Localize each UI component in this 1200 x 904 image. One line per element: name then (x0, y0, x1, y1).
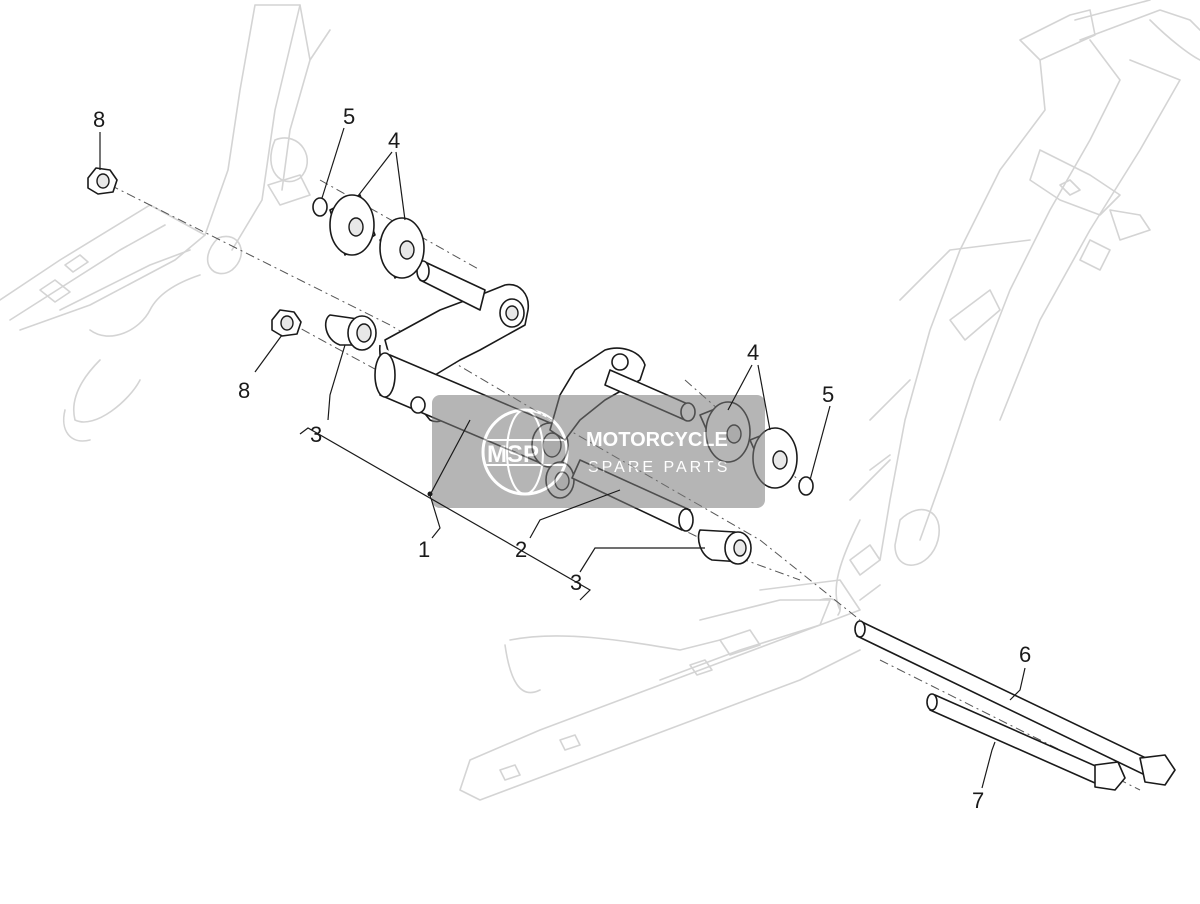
watermark-line1: MOTORCYCLE (586, 429, 728, 451)
watermark-line2: SPARE PARTS (588, 459, 730, 476)
flange-nuts (87, 167, 302, 337)
callout-4-right: 4 (747, 340, 759, 365)
callout-2: 2 (515, 537, 527, 562)
callout-labels: 8 5 4 8 3 1 2 3 4 5 6 7 (93, 104, 1031, 813)
scooter-frame-background (0, 0, 1200, 801)
callout-6: 6 (1019, 642, 1031, 667)
circlips (312, 197, 814, 496)
callout-4-top: 4 (388, 128, 400, 153)
callout-7: 7 (972, 788, 984, 813)
rubber-washers-left (329, 194, 425, 279)
silent-block-left (324, 314, 377, 351)
callout-3-left: 3 (310, 422, 322, 447)
long-bolts (854, 620, 1176, 791)
watermark: MSP MOTORCYCLE SPARE PARTS (432, 395, 765, 508)
callout-8-mid: 8 (238, 378, 250, 403)
callout-3-right: 3 (570, 570, 582, 595)
callout-1: 1 (418, 537, 430, 562)
leader-lines (99, 127, 1026, 789)
callout-8-top: 8 (93, 107, 105, 132)
callout-5-top: 5 (343, 104, 355, 129)
silent-block-right (697, 529, 752, 565)
callout-5-right: 5 (822, 382, 834, 407)
watermark-emblem: MSP (487, 441, 539, 468)
watermark-background (432, 395, 765, 508)
